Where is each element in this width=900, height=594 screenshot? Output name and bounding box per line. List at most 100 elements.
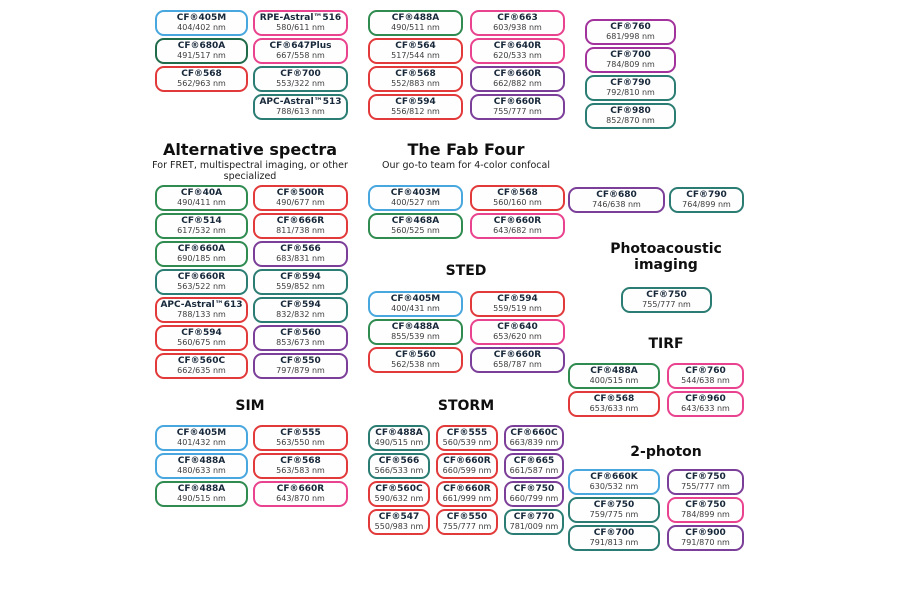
dye-box-alternative-spectra: CF®566 683/831 nm bbox=[253, 241, 348, 267]
dye-excitation-emission: 560/160 nm bbox=[493, 197, 542, 207]
section-heading-sim: SIM bbox=[140, 398, 360, 415]
section-heading-fab-four: The Fab Four Our go-to team for 4-color … bbox=[356, 141, 576, 171]
dye-name: CF®568 bbox=[181, 69, 222, 80]
dye-name: CF®405M bbox=[176, 13, 227, 24]
dye-name: CF®566 bbox=[280, 244, 321, 255]
dye-box-photoacoustic: CF®750 755/777 nm bbox=[621, 287, 712, 313]
dye-box-sim: CF®660R 643/870 nm bbox=[253, 481, 348, 507]
dye-box-storm: CF®750 660/799 nm bbox=[504, 481, 564, 507]
dye-name: CF®750 bbox=[685, 472, 726, 483]
dye-box-two-photon: CF®660K 630/532 nm bbox=[568, 469, 660, 495]
dye-box-top-grid-right: CF®760 681/998 nm bbox=[585, 19, 676, 45]
dye-box-two-photon: CF®750 755/777 nm bbox=[667, 469, 744, 495]
dye-name: CF®660K bbox=[590, 472, 638, 483]
dye-name: CF®680A bbox=[177, 41, 226, 52]
dye-name: CF®405M bbox=[176, 428, 227, 439]
dye-name: CF®660R bbox=[443, 484, 491, 495]
dye-name: CF®660R bbox=[443, 456, 491, 467]
dye-box-top-grid-left: CF®568 562/963 nm bbox=[155, 66, 248, 92]
dye-box-top-grid-middle: CF®640R 620/533 nm bbox=[470, 38, 565, 64]
dye-name: CF®594 bbox=[280, 272, 321, 283]
dye-excitation-emission: 746/638 nm bbox=[592, 199, 641, 209]
dye-excitation-emission: 401/432 nm bbox=[177, 437, 226, 447]
dye-excitation-emission: 517/544 nm bbox=[391, 50, 440, 60]
dye-excitation-emission: 788/133 nm bbox=[177, 309, 226, 319]
dye-excitation-emission: 792/810 nm bbox=[606, 87, 655, 97]
dye-excitation-emission: 556/812 nm bbox=[391, 106, 440, 116]
dye-box-storm: CF®660R 661/999 nm bbox=[436, 481, 498, 507]
dye-excitation-emission: 550/983 nm bbox=[374, 521, 424, 531]
dye-name: CF®550 bbox=[280, 356, 321, 367]
section-heading-storm: STORM bbox=[356, 398, 576, 415]
dye-name: CF®760 bbox=[685, 366, 726, 377]
dye-name: CF®665 bbox=[513, 456, 555, 467]
dye-name: CF®488A bbox=[375, 428, 423, 439]
dye-box-alternative-spectra: APC-Astral™613 788/133 nm bbox=[155, 297, 248, 323]
dye-name: CF®980 bbox=[610, 106, 651, 117]
dye-name: CF®560 bbox=[280, 328, 321, 339]
dye-name: CF®488A bbox=[391, 13, 440, 24]
dye-box-two-photon: CF®900 791/870 nm bbox=[667, 525, 744, 551]
heading-title: Alternative spectra bbox=[162, 140, 338, 159]
dye-excitation-emission: 480/633 nm bbox=[177, 465, 226, 475]
dye-excitation-emission: 643/682 nm bbox=[493, 225, 542, 235]
heading-title: STORM bbox=[437, 398, 495, 414]
dye-name: CF®700 bbox=[610, 50, 651, 61]
dye-name: CF®403M bbox=[390, 188, 441, 199]
dye-excitation-emission: 764/899 nm bbox=[682, 199, 731, 209]
dye-excitation-emission: 490/511 nm bbox=[391, 22, 440, 32]
dye-excitation-emission: 853/673 nm bbox=[276, 337, 325, 347]
dye-name: CF®770 bbox=[513, 512, 555, 523]
dye-box-top-grid-middle: CF®663 603/938 nm bbox=[470, 10, 565, 36]
dye-name: CF®660R bbox=[276, 484, 325, 495]
section-heading-tirf: TIRF bbox=[596, 336, 736, 353]
heading-title: TIRF bbox=[648, 336, 684, 352]
heading-subtitle: Our go-to team for 4-color confocal bbox=[382, 159, 550, 171]
dye-excitation-emission: 553/322 nm bbox=[276, 78, 325, 88]
dye-name: CF®566 bbox=[378, 456, 420, 467]
dye-box-alternative-spectra: CF®660R 563/522 nm bbox=[155, 269, 248, 295]
dye-excitation-emission: 662/635 nm bbox=[177, 365, 226, 375]
dye-name: CF®660R bbox=[493, 350, 542, 361]
dye-excitation-emission: 490/677 nm bbox=[276, 197, 325, 207]
dye-name: CF®500R bbox=[276, 188, 325, 199]
dye-box-tirf: CF®568 653/633 nm bbox=[568, 391, 660, 417]
dye-name: CF®555 bbox=[280, 428, 321, 439]
dye-excitation-emission: 784/809 nm bbox=[606, 59, 655, 69]
dye-box-storm: CF®660C 663/839 nm bbox=[504, 425, 564, 451]
dye-box-storm: CF®488A 490/515 nm bbox=[368, 425, 430, 451]
section-heading-alternative-spectra: Alternative spectra For FRET, multispect… bbox=[140, 141, 360, 182]
dye-name: CF®750 bbox=[513, 484, 555, 495]
dye-box-right-pair: CF®680 746/638 nm bbox=[568, 187, 665, 213]
dye-box-top-grid-middle: CF®660R 755/777 nm bbox=[470, 94, 565, 120]
dye-excitation-emission: 852/870 nm bbox=[606, 115, 655, 125]
dye-name: CF®647Plus bbox=[269, 41, 332, 52]
dye-name: CF®660R bbox=[493, 69, 542, 80]
dye-name: CF®750 bbox=[685, 500, 726, 511]
dye-name: CF®700 bbox=[593, 528, 635, 539]
dye-box-alternative-spectra: CF®660A 690/185 nm bbox=[155, 241, 248, 267]
dye-excitation-emission: 560/525 nm bbox=[391, 225, 440, 235]
heading-title: The Fab Four bbox=[407, 140, 525, 159]
dye-box-tirf: CF®488A 400/515 nm bbox=[568, 363, 660, 389]
dye-name: CF®594 bbox=[395, 97, 436, 108]
dye-name: CF®568 bbox=[497, 188, 538, 199]
dye-excitation-emission: 681/998 nm bbox=[606, 31, 655, 41]
dye-box-fab-four: CF®468A 560/525 nm bbox=[368, 213, 463, 239]
dye-excitation-emission: 560/675 nm bbox=[177, 337, 226, 347]
dye-box-top-grid-left: CF®680A 491/517 nm bbox=[155, 38, 248, 64]
dye-excitation-emission: 566/533 nm bbox=[374, 465, 424, 475]
dye-excitation-emission: 617/532 nm bbox=[177, 225, 226, 235]
dye-excitation-emission: 755/777 nm bbox=[681, 481, 730, 491]
dye-name: CF®660R bbox=[177, 272, 226, 283]
dye-name: CF®568 bbox=[593, 394, 635, 405]
dye-excitation-emission: 755/777 nm bbox=[442, 521, 492, 531]
dye-name: CF®550 bbox=[446, 512, 488, 523]
dye-excitation-emission: 797/879 nm bbox=[276, 365, 325, 375]
dye-box-alternative-spectra: CF®594 832/832 nm bbox=[253, 297, 348, 323]
section-heading-2-photon: 2-photon bbox=[596, 444, 736, 461]
dye-excitation-emission: 661/587 nm bbox=[509, 465, 559, 475]
dye-box-alternative-spectra: CF®550 797/879 nm bbox=[253, 353, 348, 379]
dye-excitation-emission: 791/870 nm bbox=[681, 537, 730, 547]
dye-name: CF®40A bbox=[180, 188, 223, 199]
